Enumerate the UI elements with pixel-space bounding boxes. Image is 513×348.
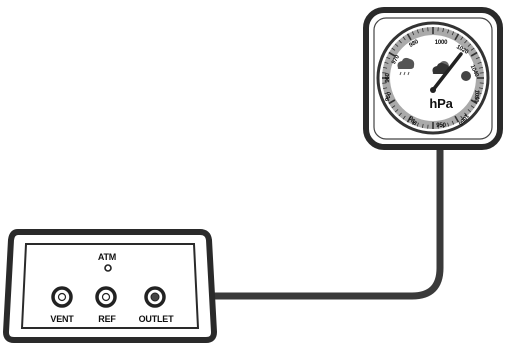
port-ref[interactable] xyxy=(95,286,117,308)
scale-label: 980 xyxy=(408,39,420,49)
gauge-ticks xyxy=(382,27,484,129)
gauge-tick xyxy=(477,92,482,95)
gauge-tick xyxy=(411,31,415,36)
gauge-tick xyxy=(402,115,406,120)
scale-label: 1060 xyxy=(456,112,470,126)
gauge-tick xyxy=(451,120,455,125)
cloud-sun-icon xyxy=(432,61,450,74)
gauge-tick xyxy=(464,112,468,117)
gauge-tick xyxy=(467,109,472,113)
port-label-vent: VENT xyxy=(50,314,74,324)
gauge-tick xyxy=(454,115,460,123)
gauge-tick xyxy=(394,43,399,47)
gauge-unit-label: hPa xyxy=(429,96,453,111)
gauge-tick xyxy=(388,51,396,57)
gauge-tick xyxy=(398,112,402,117)
port-label-ref: REF xyxy=(98,314,116,324)
gauge-tick xyxy=(460,115,464,120)
gauge-tick xyxy=(411,120,415,125)
port-vent[interactable] xyxy=(51,286,73,308)
gauge-tick xyxy=(470,51,478,57)
gauge-tick xyxy=(477,61,482,64)
gauge-needle xyxy=(430,52,463,93)
scale-label: 1040 xyxy=(468,64,480,78)
gauge-tick xyxy=(402,36,406,41)
gauge-tick xyxy=(470,105,475,109)
atm-label: ATM xyxy=(97,252,117,262)
scale-label: 970 xyxy=(391,54,401,66)
gauge-tick xyxy=(391,47,396,51)
gauge-tick xyxy=(422,123,424,128)
gauge-tick xyxy=(478,87,483,89)
atm-indicator xyxy=(104,264,112,272)
gauge-tick xyxy=(386,96,391,100)
gauge-tick xyxy=(478,67,483,69)
gauge-tick xyxy=(386,56,391,60)
sun-icon xyxy=(461,71,471,81)
scale-label: 1000 xyxy=(434,40,448,46)
barometer-gauge xyxy=(363,7,503,150)
scale-label: 950 xyxy=(384,91,394,103)
gauge-tick xyxy=(383,87,388,89)
gauge-tick xyxy=(447,122,450,127)
gauge-tick xyxy=(475,56,480,60)
gauge-tick xyxy=(398,39,402,44)
pressure-tube xyxy=(162,142,444,300)
gauge-tick xyxy=(388,99,396,105)
gauge-tick xyxy=(422,28,424,33)
port-label-outlet: OUTLET xyxy=(138,314,174,324)
scale-label: 960 xyxy=(384,73,392,83)
gauge-tick xyxy=(442,123,444,128)
gauge-tick xyxy=(394,109,399,113)
port-outlet[interactable] xyxy=(144,286,166,308)
gauge-tick xyxy=(416,122,419,127)
gauge-tick xyxy=(383,67,388,69)
gauge-tick xyxy=(470,99,478,105)
gauge-tick xyxy=(384,61,389,64)
gauge-tick xyxy=(447,29,450,34)
gauge-tick xyxy=(442,28,444,33)
gauge-tick xyxy=(464,39,468,44)
gauge-tick xyxy=(475,96,480,100)
gauge-tick xyxy=(460,36,464,41)
gauge-tick xyxy=(384,92,389,95)
scale-label: 1050 xyxy=(472,89,480,103)
gauge-tick xyxy=(406,33,412,41)
scale-label: 950 xyxy=(436,123,446,129)
gauge-tick xyxy=(454,33,460,41)
gauge-tick xyxy=(406,115,412,123)
gauge-tick xyxy=(467,43,472,47)
gauge-tick xyxy=(416,29,419,34)
gauge-tick xyxy=(391,105,396,109)
scale-label: 990 xyxy=(408,114,420,126)
cloud-rain-icon xyxy=(397,57,415,76)
gauge-dial xyxy=(376,21,490,135)
gauge-tick xyxy=(470,47,475,51)
gauge-tick xyxy=(451,31,455,36)
scale-label: 1020 xyxy=(455,44,469,56)
